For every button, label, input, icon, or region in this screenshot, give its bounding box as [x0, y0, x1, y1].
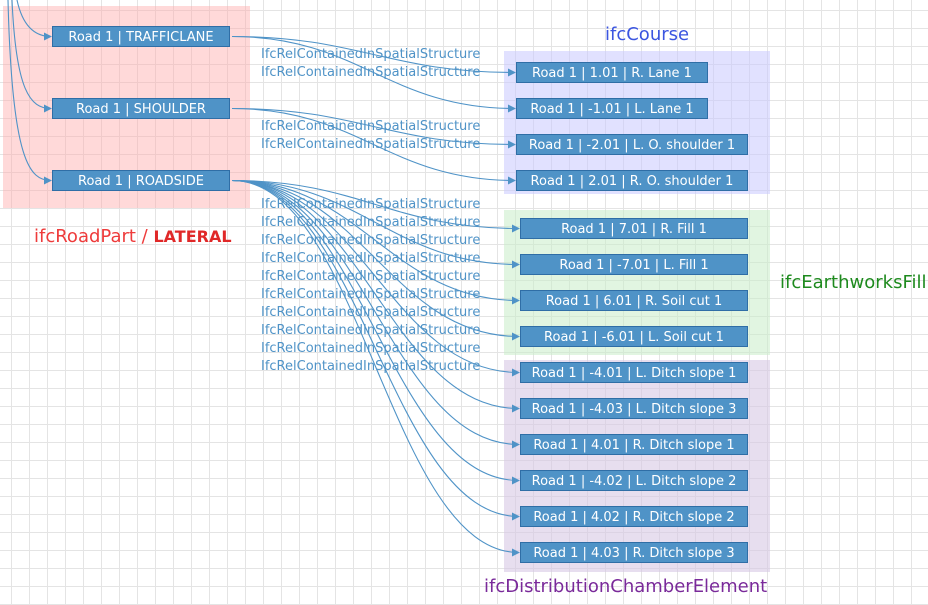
relationship-label: IfcRelContainedInSpatialStructure — [261, 341, 481, 356]
distribution-chamber-element[interactable]: Road 1 | -4.03 | L. Ditch slope 3 — [520, 398, 748, 419]
earthworks-fill-element[interactable]: Road 1 | 7.01 | R. Fill 1 — [520, 218, 748, 239]
relationship-label: IfcRelContainedInSpatialStructure — [261, 65, 481, 80]
relationship-arrow — [231, 179, 520, 485]
relationship-label: IfcRelContainedInSpatialStructure — [261, 197, 481, 212]
relationship-label: IfcRelContainedInSpatialStructure — [261, 305, 481, 320]
earthworks-fill-group-label: ifcEarthworksFill — [780, 272, 927, 293]
course-element[interactable]: Road 1 | 2.01 | R. O. shoulder 1 — [516, 170, 748, 191]
relationship-arrow — [231, 179, 520, 449]
earthworks-fill-element[interactable]: Road 1 | -7.01 | L. Fill 1 — [520, 254, 748, 275]
distribution-chamber-element[interactable]: Road 1 | 4.01 | R. Ditch slope 1 — [520, 434, 748, 455]
relationship-label: IfcRelContainedInSpatialStructure — [261, 119, 481, 134]
distribution-chamber-group-area — [504, 360, 770, 572]
relationship-label: IfcRelContainedInSpatialStructure — [261, 269, 481, 284]
relationship-arrow — [231, 179, 520, 233]
incoming-arrow — [7, 0, 52, 185]
relationship-arrow — [231, 179, 520, 341]
road-part-roadside[interactable]: Road 1 | ROADSIDE — [52, 170, 230, 191]
relationship-label: IfcRelContainedInSpatialStructure — [261, 137, 481, 152]
earthworks-fill-element[interactable]: Road 1 | 6.01 | R. Soil cut 1 — [520, 290, 748, 311]
relationship-arrow — [231, 179, 520, 521]
course-element[interactable]: Road 1 | -2.01 | L. O. shoulder 1 — [516, 134, 748, 155]
incoming-arrow — [11, 0, 52, 113]
distribution-chamber-element[interactable]: Road 1 | 4.02 | R. Ditch slope 2 — [520, 506, 748, 527]
road-part-lateral-group-label: ifcRoadPart / LATERAL — [34, 226, 232, 247]
relationship-arrow — [231, 179, 520, 413]
road-part-trafficlane[interactable]: Road 1 | TRAFFICLANE — [52, 26, 230, 47]
course-element[interactable]: Road 1 | 1.01 | R. Lane 1 — [516, 62, 708, 83]
relationship-arrow — [231, 179, 520, 305]
relationship-arrow — [231, 107, 516, 149]
relationship-arrow — [231, 179, 520, 557]
relationship-arrow — [231, 35, 516, 113]
distribution-chamber-element[interactable]: Road 1 | 4.03 | R. Ditch slope 3 — [520, 542, 748, 563]
relationship-label: IfcRelContainedInSpatialStructure — [261, 233, 481, 248]
relationship-label: IfcRelContainedInSpatialStructure — [261, 287, 481, 302]
relationship-arrow — [231, 179, 520, 377]
distribution-chamber-group-label: ifcDistributionChamberElement — [484, 576, 768, 597]
relationship-label: IfcRelContainedInSpatialStructure — [261, 251, 481, 266]
relationship-arrow — [231, 107, 516, 185]
relationship-label: IfcRelContainedInSpatialStructure — [261, 359, 481, 374]
relationship-label: IfcRelContainedInSpatialStructure — [261, 323, 481, 338]
earthworks-fill-element[interactable]: Road 1 | -6.01 | L. Soil cut 1 — [520, 326, 748, 347]
relationship-arrow — [231, 35, 516, 77]
relationship-label: IfcRelContainedInSpatialStructure — [261, 47, 481, 62]
course-element[interactable]: Road 1 | -1.01 | L. Lane 1 — [516, 98, 708, 119]
course-group-label: ifcCourse — [605, 24, 690, 45]
distribution-chamber-element[interactable]: Road 1 | -4.01 | L. Ditch slope 1 — [520, 362, 748, 383]
incoming-arrow — [16, 0, 52, 41]
distribution-chamber-element[interactable]: Road 1 | -4.02 | L. Ditch slope 2 — [520, 470, 748, 491]
relationship-label: IfcRelContainedInSpatialStructure — [261, 215, 481, 230]
road-part-shoulder[interactable]: Road 1 | SHOULDER — [52, 98, 230, 119]
relationship-arrow — [231, 179, 520, 269]
